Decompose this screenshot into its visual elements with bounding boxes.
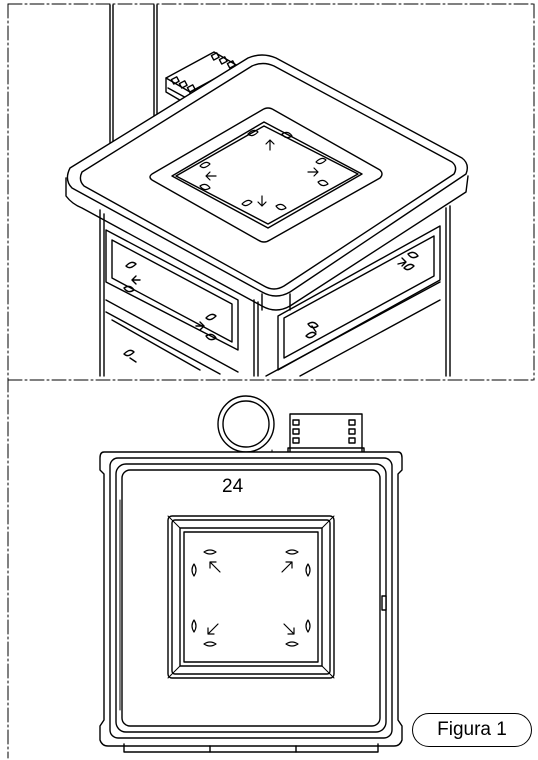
stove-plan-view xyxy=(99,395,403,753)
dimension-value: 24 xyxy=(222,476,244,497)
stove-isometric-view xyxy=(65,4,469,377)
center-square-outer xyxy=(167,515,335,679)
right-side-panel xyxy=(265,205,451,377)
center-square-inner xyxy=(179,527,323,667)
flue-pipe-plan xyxy=(217,395,275,453)
raised-square-outer xyxy=(149,107,383,243)
plan-vent-marks xyxy=(191,549,311,647)
flue-pipe xyxy=(109,4,158,146)
body-rim-1 xyxy=(109,457,393,739)
top-slab-inner xyxy=(79,62,457,290)
top-vent-marks xyxy=(199,129,329,211)
control-panel-plan xyxy=(287,413,365,455)
left-side-panel xyxy=(99,209,259,377)
section-frame-lines xyxy=(7,3,535,759)
figure-label: Figura 1 xyxy=(412,713,532,747)
raised-square-inner xyxy=(171,121,363,229)
top-slab-outer xyxy=(66,54,469,297)
body-outer xyxy=(99,451,403,747)
